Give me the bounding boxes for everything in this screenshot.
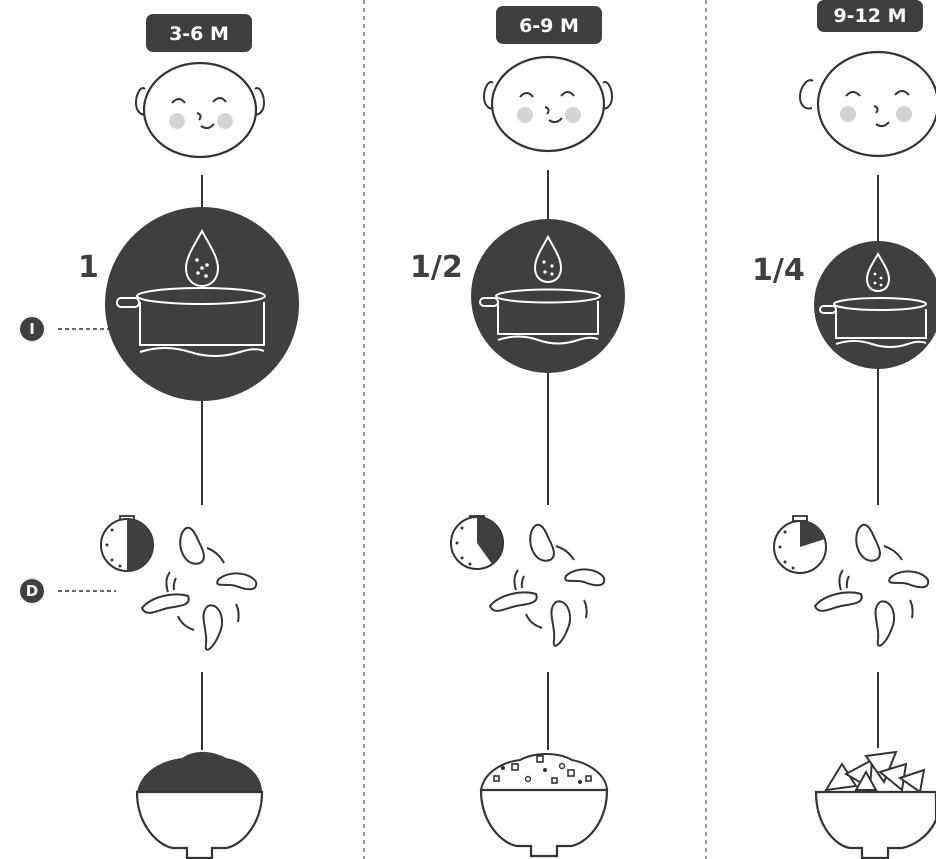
timer-icon <box>101 516 153 571</box>
side-marker-cooking: D <box>20 579 116 603</box>
side-marker-letter: D <box>26 582 38 600</box>
stage-column-1: 3-6 M 1 <box>78 14 299 858</box>
stage-column-2: 6-9 M 1/2 <box>410 6 625 856</box>
pot-with-water-drop-icon <box>814 241 936 369</box>
stirring-food-icon <box>815 525 928 646</box>
timer-icon <box>774 516 826 573</box>
pot-with-water-drop-icon <box>471 219 625 373</box>
water-ratio: 1 <box>78 250 99 285</box>
pot-with-water-drop-icon <box>105 207 299 401</box>
age-badge-label: 3-6 M <box>169 23 229 45</box>
stage-column-3: 9-12 M 1/4 <box>752 0 936 858</box>
bowl-icon <box>816 752 936 858</box>
stirring-food-icon <box>142 528 256 650</box>
side-marker-letter: I <box>29 320 35 338</box>
water-ratio: 1/2 <box>410 250 463 285</box>
baby-face-icon <box>484 57 612 151</box>
timer-icon <box>451 516 503 569</box>
baby-face-icon <box>136 63 264 157</box>
age-badge-label: 9-12 M <box>833 5 906 27</box>
stirring-food-icon <box>490 525 604 646</box>
age-badge-label: 6-9 M <box>519 15 579 37</box>
water-ratio: 1/4 <box>752 253 805 288</box>
bowl-icon <box>481 754 607 856</box>
baby-face-icon <box>800 52 936 156</box>
side-marker-water: I <box>20 317 112 341</box>
bowl-icon <box>137 752 262 858</box>
